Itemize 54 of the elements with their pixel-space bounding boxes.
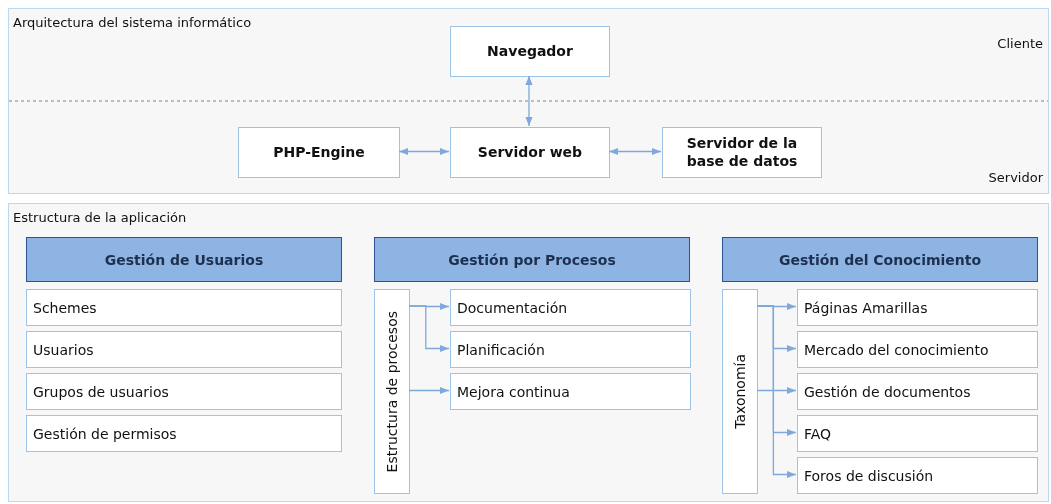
header-text: Gestión del Conocimiento [778,251,982,268]
module-box [26,289,342,326]
node-label: Servidor de la base de datos [685,135,799,170]
zone-label: Servidor [988,170,1043,185]
module-box [450,289,691,326]
node-label: Gestión de documentos [804,383,971,400]
panel-background [8,203,1049,502]
module-box [797,289,1038,326]
node-label: Grupos de usuarios [33,383,169,400]
node-label: Mejora continua [457,383,570,400]
node-label: Mercado del conocimiento [804,341,989,358]
vertical-box [374,289,410,494]
header-box [722,237,1038,282]
server-box [662,127,822,178]
node-label: Estructura de procesos [384,310,400,473]
node-label: Navegador [487,42,573,61]
module-box [797,457,1038,494]
arrow [608,147,662,156]
server-box [238,127,400,178]
node-label: Planificación [457,341,545,358]
module-box [26,415,342,452]
node-label: Gestión de permisos [33,425,177,442]
node-label: Servidor web [477,143,583,162]
module-box [797,331,1038,368]
arrow [398,147,450,156]
node-label: Usuarios [33,341,94,358]
module-box [26,331,342,368]
header-box [26,237,342,282]
node-label: Taxonomía [732,354,748,429]
arrow [525,75,533,127]
module-box [797,373,1038,410]
node-label: Foros de discusión [804,467,934,484]
header-text: Gestión de Usuarios [104,251,264,268]
module-box [450,373,691,410]
zone-label: Cliente [997,36,1043,51]
panel-title: Arquitectura del sistema informático [13,15,252,30]
module-box [26,373,342,410]
header-box [374,237,690,282]
panel-title: Estructura de la aplicación [13,210,187,225]
arrow [408,386,450,395]
arrow [756,386,797,395]
node-label: PHP-Engine [273,143,365,162]
arrow [408,305,450,353]
node-label: Páginas Amarillas [804,299,928,316]
header-text: Gestión por Procesos [448,251,616,268]
node-label: FAQ [804,425,832,442]
module-box [450,331,691,368]
server-box [450,26,610,77]
panel-background [8,8,1049,194]
node-label: Documentación [457,299,568,316]
node-label: Schemes [33,299,97,316]
module-box [797,415,1038,452]
server-box [450,127,610,178]
vertical-box [722,289,758,494]
